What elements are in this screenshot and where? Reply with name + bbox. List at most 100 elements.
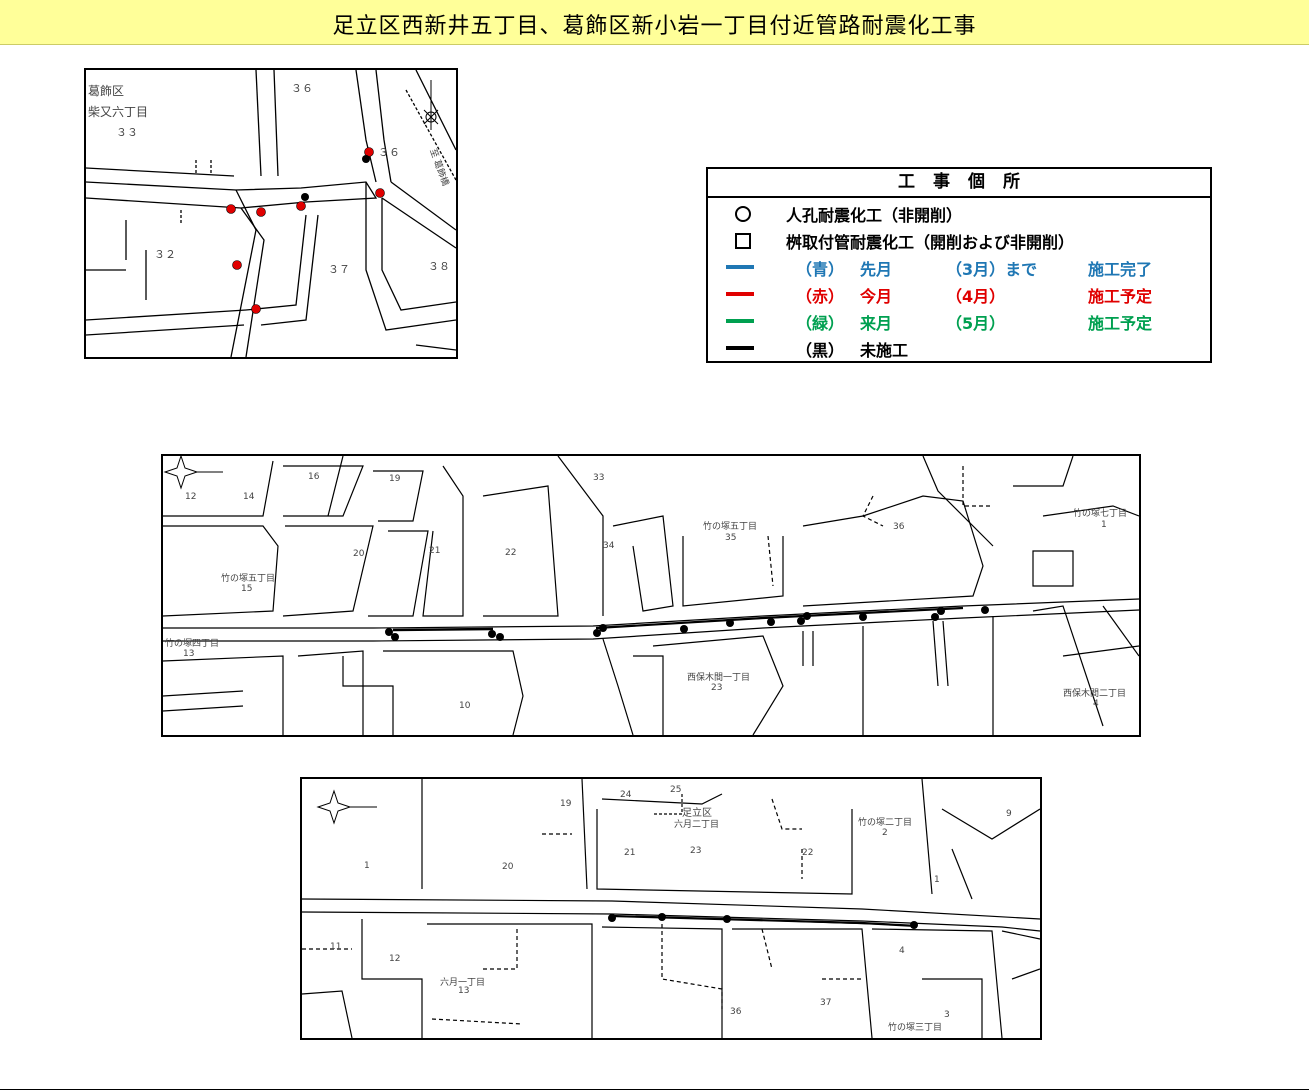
- manhole-black: [362, 155, 370, 163]
- block-35: 35: [725, 533, 736, 543]
- map-inset-takenotsuka: 12 14 16 19 33 20 21 22 34 竹の塚五丁目 35 36 …: [161, 454, 1141, 737]
- north-arrow-icon: [316, 789, 377, 825]
- manhole-black: [931, 613, 939, 621]
- block-14: 14: [243, 492, 255, 502]
- square-icon: [735, 233, 751, 249]
- status-when: 来月: [860, 314, 893, 333]
- block-24: 24: [620, 790, 632, 800]
- status-month: （3月）まで: [946, 260, 1038, 279]
- block-38: ３８: [428, 260, 450, 273]
- block-21: 21: [624, 848, 635, 858]
- block-13: 13: [183, 649, 194, 659]
- block-25: 25: [670, 785, 681, 795]
- red-manholes: [226, 147, 385, 314]
- block-36a: ３６: [291, 82, 313, 95]
- legend-status-blue: （青） 先月 （3月）まで 施工完了: [708, 254, 1208, 280]
- block-13: 13: [458, 986, 469, 996]
- town-rokugatsu1: 六月一丁目: [440, 976, 485, 988]
- map2-svg: 12 14 16 19 33 20 21 22 34 竹の塚五丁目 35 36 …: [163, 456, 1139, 735]
- block-20: 20: [502, 862, 514, 872]
- map-inset-shibamata: 葛飾区 柴又六丁目 ３３ ３６ ３６ ３２ ３７ ３８ 至 葛飾橋: [84, 68, 458, 359]
- block-12: 12: [389, 954, 400, 964]
- title-bar: 足立区西新井五丁目、葛飾区新小岩一丁目付近管路耐震化工事: [0, 0, 1309, 45]
- status-when: 未施工: [860, 341, 909, 360]
- map1-svg: 葛飾区 柴又六丁目 ３３ ３６ ３６ ３２ ３７ ３８ 至 葛飾橋: [86, 70, 456, 357]
- red-line-icon: [726, 292, 754, 296]
- manhole-black: [391, 633, 399, 641]
- green-line-icon: [726, 319, 754, 323]
- manhole-black: [680, 625, 688, 633]
- block-1a: 1: [364, 861, 370, 871]
- manhole-black: [599, 624, 607, 632]
- status-text: 施工完了: [1088, 260, 1153, 279]
- block-3: 3: [944, 1010, 950, 1020]
- block-33: ３３: [116, 126, 138, 139]
- status-text: 施工予定: [1088, 287, 1153, 306]
- status-when: 先月: [860, 260, 893, 279]
- north-arrow-icon: [163, 456, 223, 490]
- town-takenotsuka2: 竹の塚二丁目: [858, 816, 912, 828]
- legend-status-green: （緑） 来月 （5月） 施工予定: [708, 308, 1208, 334]
- manhole-black: [488, 630, 496, 638]
- blue-line-icon: [726, 265, 754, 269]
- block-22: 22: [802, 848, 813, 858]
- town-takenotsuka7: 竹の塚七丁目: [1073, 507, 1127, 519]
- block-21: 21: [429, 546, 440, 556]
- status-color-name: （赤）: [796, 287, 845, 306]
- manhole-black: [797, 617, 805, 625]
- ward-label: 葛飾区: [88, 84, 124, 98]
- status-text: 施工予定: [1088, 314, 1153, 333]
- block-23: 23: [711, 683, 722, 693]
- status-color-name: （青）: [796, 260, 845, 279]
- legend-item-square: 桝取付管耐震化工（開削および非開削）: [708, 227, 1208, 253]
- manhole-black: [301, 193, 309, 201]
- town-label: 柴又六丁目: [88, 105, 148, 119]
- block-33: 33: [593, 473, 604, 483]
- manhole-black: [910, 921, 918, 929]
- manhole-black: [608, 914, 616, 922]
- manhole-red: [296, 201, 306, 211]
- manhole-black: [726, 619, 734, 627]
- block-22: 22: [505, 548, 516, 558]
- status-color-name: （黒）: [796, 341, 845, 360]
- block-32: ３２: [154, 248, 176, 261]
- town-takenotsuka4: 竹の塚四丁目: [165, 637, 219, 649]
- manhole-black: [981, 606, 989, 614]
- manhole-red: [232, 260, 242, 270]
- map-inset-rokugatsu: 19 24 25 足立区 六月二丁目 竹の塚二丁目 2 9 1 20 21 23…: [300, 777, 1042, 1040]
- block-36: 36: [730, 1007, 742, 1017]
- legend-status-black: （黒） 未施工: [708, 335, 1208, 361]
- manhole-black: [859, 613, 867, 621]
- town-nishihokima2: 西保木間二丁目: [1063, 687, 1126, 699]
- manhole-black: [937, 607, 945, 615]
- block-1: 1: [1101, 520, 1107, 530]
- manhole-red: [256, 207, 266, 217]
- manhole-black: [767, 618, 775, 626]
- manhole-red: [226, 204, 236, 214]
- block-11: 11: [330, 942, 341, 952]
- block-37: 37: [820, 998, 831, 1008]
- town-takenotsuka3: 竹の塚三丁目: [888, 1021, 942, 1033]
- status-when: 今月: [860, 287, 893, 306]
- black-manholes: [608, 913, 918, 929]
- north-arrow-icon: [423, 80, 439, 130]
- block-37: ３７: [328, 263, 350, 276]
- block-34: 34: [603, 541, 615, 551]
- block-16: 16: [308, 472, 320, 482]
- block-20: 20: [353, 549, 365, 559]
- town-takenotsuka5: 竹の塚五丁目: [703, 520, 757, 532]
- block-36: 36: [893, 522, 905, 532]
- manhole-red: [375, 188, 385, 198]
- legend-item-label: 人孔耐震化工（非開削）: [786, 206, 963, 225]
- bottom-rule: [0, 1089, 1309, 1090]
- block-4: 4: [899, 946, 905, 956]
- block-36b: ３６: [378, 146, 400, 159]
- legend-status-red: （赤） 今月 （4月） 施工予定: [708, 281, 1208, 307]
- town-nishihokima1: 西保木間一丁目: [687, 671, 750, 683]
- road-label: 至 葛飾橋: [427, 147, 452, 188]
- legend-box: 工事個所 人孔耐震化工（非開削） 桝取付管耐震化工（開削および非開削） （青） …: [706, 167, 1212, 363]
- status-color-name: （緑）: [796, 314, 845, 333]
- black-line-icon: [726, 346, 754, 350]
- block-10: 10: [459, 701, 471, 711]
- block-23: 23: [690, 846, 701, 856]
